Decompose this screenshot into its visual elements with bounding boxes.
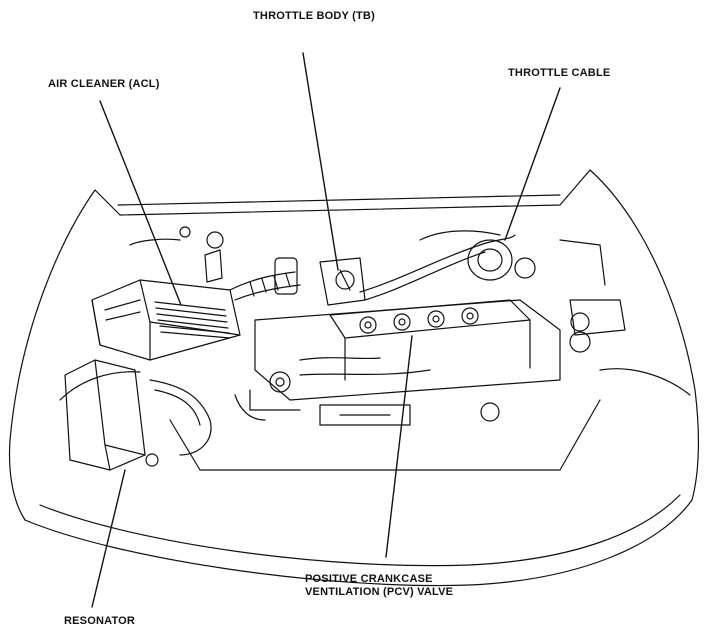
label-air-cleaner: AIR CLEANER (ACL) <box>48 78 160 90</box>
intake-duct <box>229 257 301 301</box>
label-resonator: RESONATOR <box>64 615 136 627</box>
leader-throttle-body <box>302 52 339 271</box>
label-pcv-line1: POSITIVE CRANKCASE <box>305 573 433 585</box>
car-body-outline <box>8 169 700 587</box>
brake-booster <box>467 239 626 353</box>
label-throttle-cable: THROTTLE CABLE <box>508 67 611 79</box>
hoses <box>129 226 501 456</box>
air-cleaner-box <box>91 279 241 361</box>
leader-air-cleaner <box>99 100 182 306</box>
engine-block <box>249 299 561 422</box>
leader-pcv-valve <box>385 335 413 558</box>
leader-lines <box>91 52 561 608</box>
leader-resonator <box>91 469 126 608</box>
resonator-tank <box>64 359 159 471</box>
label-pcv-line2: VENTILATION (PCV) VALVE <box>305 586 454 598</box>
throttle-body <box>319 257 366 306</box>
label-throttle-body: THROTTLE BODY (TB) <box>253 10 375 22</box>
throttle-cable <box>359 234 516 301</box>
leader-throttle-cable <box>504 87 561 241</box>
